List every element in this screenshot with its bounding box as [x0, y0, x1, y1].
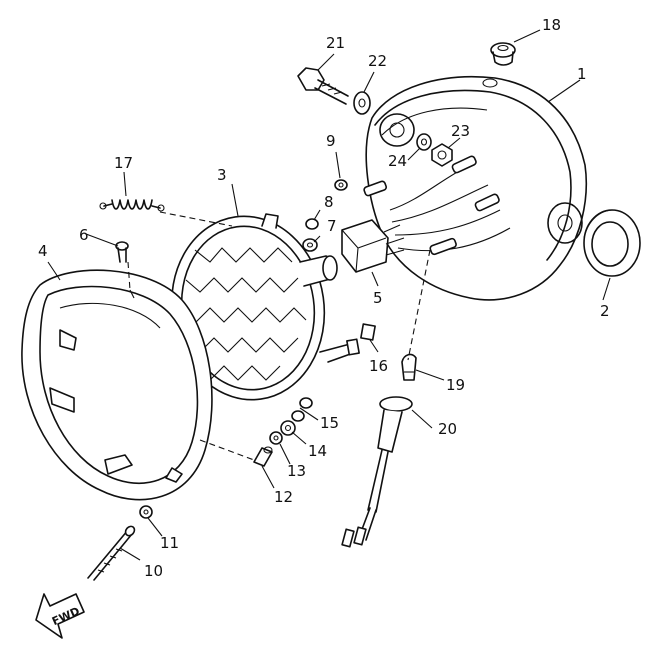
- callout-13: 13: [287, 462, 306, 480]
- bulb-socket-5: [341, 219, 405, 273]
- callout-18: 18: [542, 16, 561, 34]
- rubber-cap-2: [583, 209, 641, 277]
- callout-20: 20: [438, 420, 457, 438]
- callout-14: 14: [308, 442, 327, 460]
- screw-10: [87, 525, 136, 581]
- nut-11: [139, 505, 153, 519]
- callout-1: 1: [577, 65, 587, 83]
- screw-6: [115, 241, 129, 263]
- callout-8: 8: [324, 193, 334, 211]
- nut-23: [431, 143, 453, 167]
- callout-7: 7: [327, 217, 337, 235]
- terminal-16: [360, 323, 376, 341]
- callout-11: 11: [160, 534, 179, 552]
- collar-12: [253, 446, 273, 467]
- headlight-housing: [363, 75, 588, 301]
- nut-15: [291, 397, 313, 422]
- callout-12: 12: [274, 488, 293, 506]
- fwd-arrow-icon: FWD: [35, 593, 85, 639]
- spring-17: [99, 199, 165, 212]
- nut-7: [302, 238, 318, 252]
- washer-14: [280, 420, 296, 436]
- washer-22: [353, 91, 371, 115]
- washer-13: [269, 431, 283, 445]
- bolt-21: [297, 67, 349, 105]
- callout-17: 17: [114, 154, 133, 172]
- callout-10: 10: [144, 562, 163, 580]
- leader-lines: [47, 29, 611, 561]
- washer-24: [416, 133, 432, 151]
- callout-9: 9: [326, 132, 336, 150]
- callout-4: 4: [38, 242, 48, 260]
- callout-5: 5: [373, 289, 383, 307]
- callout-16: 16: [369, 357, 388, 375]
- callout-24: 24: [388, 152, 407, 170]
- callout-2: 2: [600, 302, 610, 320]
- callout-15: 15: [320, 414, 339, 432]
- callout-19: 19: [446, 376, 465, 394]
- bulb-19: [401, 353, 417, 381]
- callout-labels: 1 2 3 4 5 6 7 8 9 10 11 12 13 14 15 16 1…: [38, 16, 610, 580]
- callout-21: 21: [326, 34, 345, 52]
- headlight-rim: [21, 269, 213, 501]
- nut-9: [334, 179, 348, 191]
- callout-23: 23: [451, 122, 470, 140]
- socket-20: [341, 396, 413, 548]
- callout-3: 3: [217, 166, 227, 184]
- washer-8: [305, 218, 319, 230]
- callout-6: 6: [79, 226, 89, 244]
- grommet-18: [490, 42, 516, 66]
- callout-22: 22: [368, 52, 387, 70]
